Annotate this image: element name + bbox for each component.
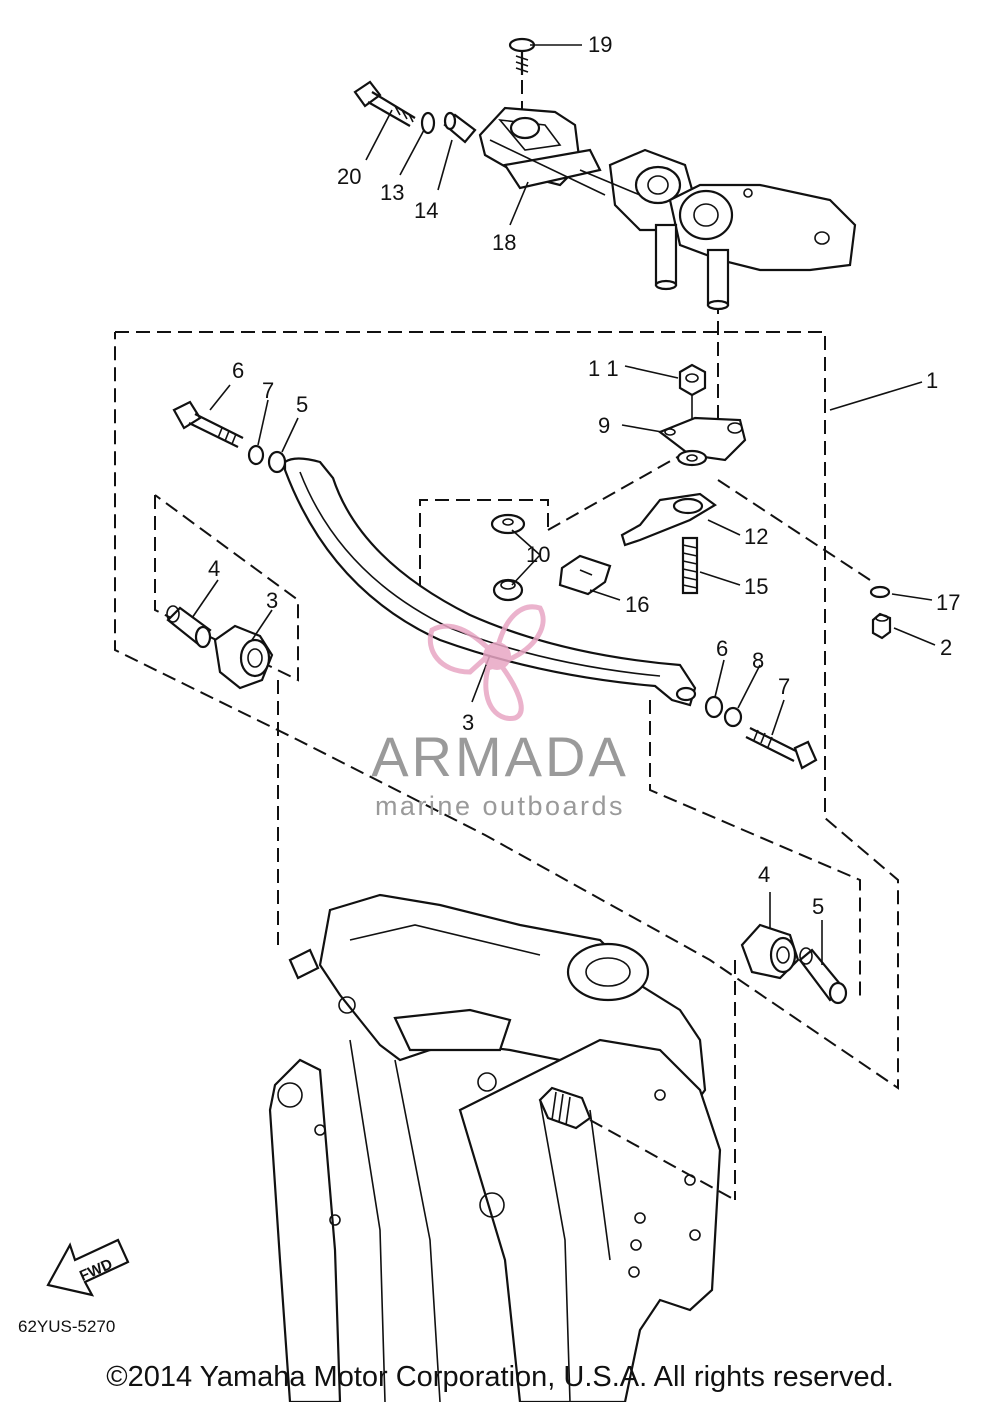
- nut-3-right: [740, 923, 800, 980]
- leader-lines: [191, 44, 936, 965]
- bushing-4-right: [798, 947, 848, 1005]
- top-bracket-group: [353, 37, 606, 196]
- diagram-code: 62YUS-5270: [18, 1317, 115, 1336]
- callout-13: 16: [625, 592, 649, 617]
- callout-18: 20: [337, 164, 361, 189]
- callout-6-left: 6: [232, 358, 244, 383]
- callout-4-right: 5: [812, 894, 824, 919]
- collar-20: [443, 111, 477, 144]
- left-fasteners: [166, 400, 287, 690]
- callout-1: 1: [926, 368, 938, 393]
- bolt-6-left: [172, 400, 244, 448]
- washer-7-left: [247, 444, 265, 466]
- callout-19: 13: [380, 180, 404, 205]
- bracket-16: [478, 106, 606, 196]
- callout-5-left: 5: [296, 392, 308, 417]
- lever-12: [620, 492, 717, 547]
- right-fasteners: [704, 695, 818, 770]
- callout-14: 2: [940, 635, 952, 660]
- grommets-9: [490, 513, 526, 602]
- propeller-logo: [427, 604, 546, 721]
- callout-7-right: 8: [752, 648, 764, 673]
- callout-11: 1 1: [588, 356, 619, 381]
- watermark-brand: ARMADA: [371, 725, 629, 788]
- callout-numbers: 19 20 13 14 18 6 7 5 1 1 9 1 12 10 15 16…: [208, 32, 960, 919]
- washer-7-right: [723, 706, 743, 728]
- callout-4-left: 4: [208, 556, 220, 581]
- block-13: [558, 554, 612, 596]
- assembly-boundary-dashed: [114, 300, 899, 1200]
- washer-5-right: [704, 695, 724, 719]
- callout-16: 18: [492, 230, 516, 255]
- fwd-arrow: FWD: [46, 1238, 130, 1297]
- right-bushings: [740, 923, 848, 1005]
- steering-parts: [490, 363, 892, 640]
- stud-bolt: [538, 1086, 592, 1130]
- plate-8: [657, 416, 747, 467]
- swivel-casting-top: [579, 148, 857, 311]
- callout-6-right: 7: [778, 674, 790, 699]
- washer-5-left: [267, 450, 287, 474]
- nut-3-left: [213, 624, 274, 690]
- bolt-14: [871, 612, 892, 640]
- callout-3-left: 3: [266, 588, 278, 613]
- washer-15: [869, 585, 891, 599]
- bolt-6-right: [745, 727, 818, 770]
- callout-17: 19: [588, 32, 612, 57]
- callout-8: 9: [598, 413, 610, 438]
- washer-19: [420, 111, 436, 135]
- callout-7-left: 7: [262, 378, 274, 403]
- callout-15: 17: [936, 590, 960, 615]
- callout-3-right: 4: [758, 862, 770, 887]
- bolt-10: [681, 536, 699, 595]
- swivel-bracket-lower: [268, 893, 736, 1404]
- nut-11: [678, 363, 707, 420]
- callout-2: 3: [462, 710, 474, 735]
- callout-9: 10: [526, 542, 550, 567]
- screw-17: [508, 37, 536, 110]
- copyright-footer: ©2014 Yamaha Motor Corporation, U.S.A. A…: [106, 1361, 894, 1393]
- watermark: ARMADA marine outboards: [371, 604, 629, 821]
- callout-5-right: 6: [716, 636, 728, 661]
- watermark-tagline: marine outboards: [375, 791, 625, 821]
- callout-20: 14: [414, 198, 438, 223]
- bushing-4-left: [166, 605, 212, 649]
- callout-10: 15: [744, 574, 768, 599]
- callout-12: 12: [744, 524, 768, 549]
- bolt-18: [353, 80, 416, 127]
